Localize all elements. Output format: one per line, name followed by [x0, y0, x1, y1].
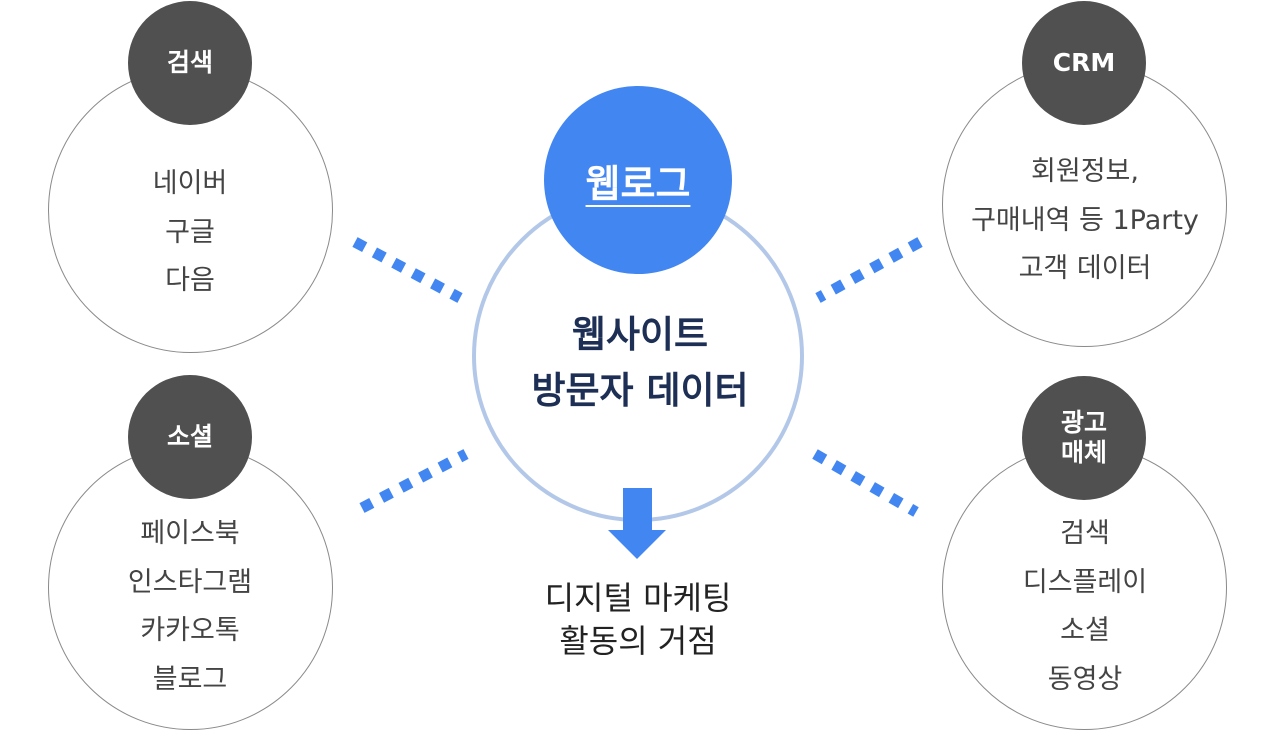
social-item: 카카오톡 [140, 615, 240, 646]
connector-social [359, 449, 469, 513]
ads-item: 검색 [1060, 518, 1110, 549]
ads-badge-label-line1: 광고 [1060, 408, 1107, 437]
social-item: 블로그 [152, 663, 228, 695]
search-items: 네이버 구글 다음 [90, 160, 290, 306]
ads-item: 디스플레이 [1022, 566, 1148, 598]
weblog-badge: 웹로그 [544, 86, 732, 274]
crm-item: 구매내역 등 1Party [971, 204, 1199, 236]
center-bottom-line2: 활동의 거점 [559, 622, 717, 660]
search-badge-label: 검색 [166, 48, 213, 77]
social-item: 페이스북 [140, 518, 240, 549]
crm-badge: CRM [1022, 1, 1146, 125]
center-bottom-line1: 디지털 마케팅 [544, 579, 732, 617]
center-title-line2: 방문자 데이터 [531, 369, 749, 412]
connector-ads [812, 449, 919, 517]
ads-badge: 광고 매체 [1022, 376, 1146, 500]
ads-items: 검색 디스플레이 소셜 동영상 [975, 510, 1195, 704]
search-item: 구글 [165, 216, 215, 248]
weblog-badge-label: 웹로그 [585, 161, 691, 206]
connector-search [352, 237, 463, 303]
search-item: 다음 [165, 265, 215, 296]
social-items: 페이스북 인스타그램 카카오톡 블로그 [80, 510, 300, 704]
ads-item: 동영상 [1047, 663, 1123, 695]
social-badge-label: 소셜 [166, 422, 213, 451]
center-bottom-caption: 디지털 마케팅 활동의 거점 [488, 577, 788, 663]
social-item: 인스타그램 [127, 566, 253, 598]
down-arrow-icon [608, 488, 666, 559]
crm-item: 고객 데이터 [1018, 253, 1152, 284]
center-title-line1: 웹사이트 [571, 313, 709, 356]
ads-item: 소셜 [1060, 615, 1110, 646]
ads-badge-label-line2: 매체 [1060, 438, 1107, 467]
crm-items: 회원정보, 구매내역 등 1Party 고객 데이터 [950, 148, 1220, 294]
search-item: 네이버 [152, 168, 228, 199]
social-badge: 소셜 [128, 375, 252, 499]
crm-badge-label: CRM [1052, 48, 1116, 77]
center-title: 웹사이트 방문자 데이터 [490, 307, 790, 419]
search-badge: 검색 [128, 1, 252, 125]
connector-crm [815, 237, 923, 303]
crm-item: 회원정보, [1031, 156, 1139, 187]
